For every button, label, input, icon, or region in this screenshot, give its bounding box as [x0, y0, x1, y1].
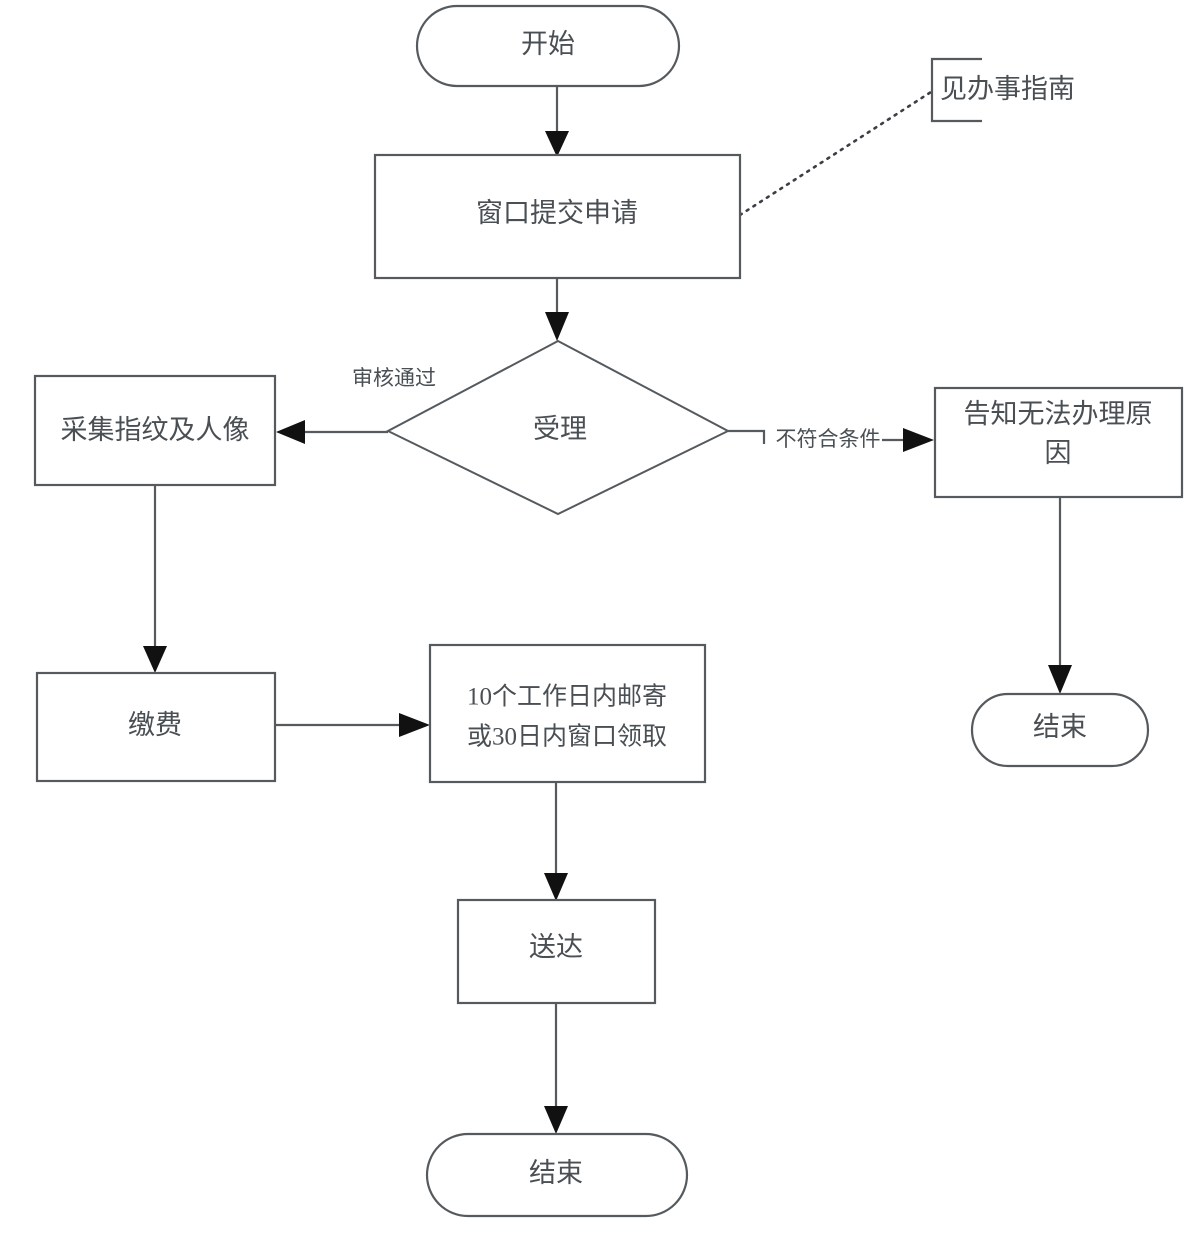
node-reject-label-line1: 告知无法办理原	[964, 399, 1153, 429]
node-submit-label: 窗口提交申请	[476, 198, 638, 228]
node-reject-label-line2: 因	[1045, 438, 1072, 468]
edge-submit-to-guide-note	[738, 90, 933, 217]
node-collect-shape[interactable]	[33, 374, 277, 487]
edge-decision-to-reject: 不符合条件	[728, 427, 934, 452]
node-end-left-shape[interactable]	[425, 1132, 689, 1218]
edge-submit-to-decision	[545, 278, 569, 341]
arrow-head	[544, 873, 568, 901]
node-reject-notice[interactable]: 告知无法办理原 因	[933, 386, 1184, 499]
node-decision-label: 受理	[533, 414, 587, 444]
edge-decision-to-collect: 审核通过	[276, 366, 436, 444]
node-end-left[interactable]: 结束	[425, 1132, 689, 1218]
arrow-head	[545, 312, 569, 341]
arrow-head	[1048, 665, 1072, 694]
node-collect-biometrics[interactable]: 采集指纹及人像	[33, 374, 277, 487]
node-collect-label: 采集指纹及人像	[61, 415, 250, 445]
edge-label-approved: 审核通过	[352, 366, 436, 390]
node-delivered[interactable]: 送达	[456, 898, 657, 1005]
node-end-right-label: 结束	[1033, 712, 1087, 742]
node-end-left-label: 结束	[529, 1158, 583, 1188]
edge-line-dotted	[738, 90, 933, 217]
note-guide-label: 见办事指南	[940, 74, 1075, 104]
node-delivery-options[interactable]: 10个工作日内邮寄 或30日内窗口领取	[428, 643, 707, 784]
node-decision-shape[interactable]	[385, 339, 731, 516]
edge-collect-to-pay	[143, 485, 167, 673]
arrow-head	[276, 420, 305, 444]
node-delivery-label-line1: 10个工作日内邮寄	[467, 683, 667, 711]
node-payment-shape[interactable]	[35, 671, 277, 783]
node-delivered-shape[interactable]	[456, 898, 657, 1005]
edge-start-to-submit	[545, 85, 569, 157]
node-payment-label: 缴费	[128, 710, 182, 740]
edge-reject-to-end-right	[1048, 497, 1072, 694]
note-bracket-shape	[930, 57, 982, 123]
node-end-right[interactable]: 结束	[970, 692, 1150, 768]
arrow-head	[903, 428, 934, 452]
node-submit-application[interactable]: 窗口提交申请	[373, 153, 742, 280]
arrow-head	[399, 713, 430, 737]
edge-line	[728, 429, 766, 444]
node-delivered-label: 送达	[529, 932, 583, 962]
note-guide[interactable]: 见办事指南	[930, 57, 1075, 123]
node-end-right-shape[interactable]	[970, 692, 1150, 768]
edge-pay-to-deliver	[275, 713, 430, 737]
edge-deliver-to-delivered	[544, 782, 568, 901]
node-delivery-label-line2: 或30日内窗口领取	[467, 723, 667, 751]
node-decision-acceptance[interactable]: 受理	[385, 339, 731, 516]
arrow-head	[544, 1106, 568, 1134]
edge-label-not-qualified: 不符合条件	[776, 427, 881, 451]
node-delivery-shape[interactable]	[428, 643, 707, 784]
edge-delivered-to-end-left	[544, 1003, 568, 1134]
node-reject-shape[interactable]	[933, 386, 1184, 499]
node-submit-shape[interactable]	[373, 153, 742, 280]
node-start-label: 开始	[521, 29, 575, 59]
node-payment[interactable]: 缴费	[35, 671, 277, 783]
node-start[interactable]: 开始	[415, 4, 681, 88]
arrow-head	[143, 646, 167, 673]
arrow-head	[545, 131, 569, 157]
node-start-shape[interactable]	[415, 4, 681, 88]
